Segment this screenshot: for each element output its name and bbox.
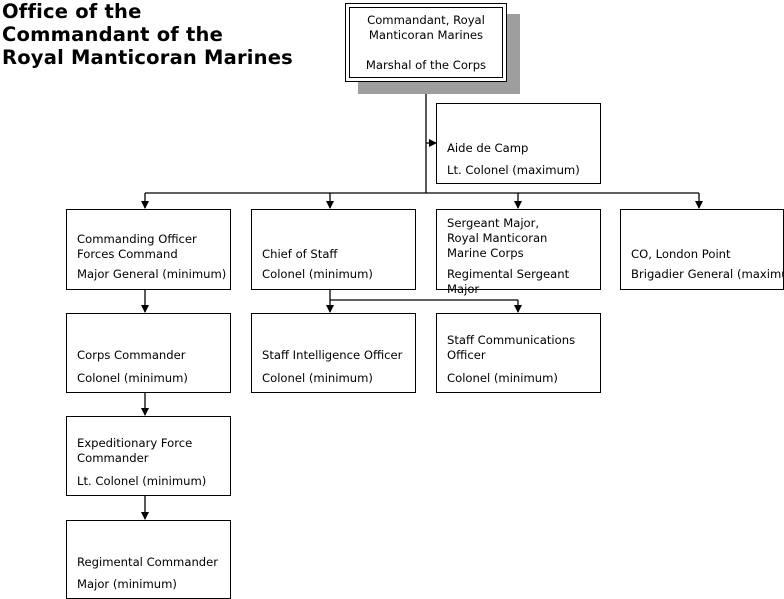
corps-commander-title: Corps Commander bbox=[77, 348, 186, 362]
staff-communications-officer-box: Staff Communications Officer Colonel (mi… bbox=[436, 313, 601, 393]
expeditionary-force-commander-rank: Lt. Colonel (minimum) bbox=[77, 474, 207, 488]
regimental-commander-rank: Major (minimum) bbox=[77, 577, 177, 591]
chief-of-staff-box: Chief of Staff Colonel (minimum) bbox=[251, 209, 416, 290]
title-line-2: Commandant of the bbox=[2, 23, 223, 46]
commandant-box-inner-border bbox=[349, 7, 503, 78]
title-line-3: Royal Manticoran Marines bbox=[2, 46, 293, 69]
chief-of-staff-title: Chief of Staff bbox=[262, 247, 338, 261]
co-london-point-rank: Brigadier General (maximum) bbox=[631, 267, 784, 281]
corps-commander-rank: Colonel (minimum) bbox=[77, 371, 188, 385]
co-forces-command-box: Commanding Officer Forces Command Major … bbox=[66, 209, 231, 290]
staff-communications-officer-title: Staff Communications Officer bbox=[447, 333, 576, 362]
expeditionary-force-commander-title: Expeditionary Force Commander bbox=[77, 436, 193, 465]
staff-intelligence-officer-title: Staff Intelligence Officer bbox=[262, 348, 403, 362]
title-line-1: Office of the bbox=[2, 0, 142, 23]
corps-commander-box: Corps Commander Colonel (minimum) bbox=[66, 313, 231, 393]
co-london-point-title: CO, London Point bbox=[631, 247, 731, 261]
aide-de-camp-title: Aide de Camp bbox=[447, 141, 529, 155]
commandant-title: Commandant, Royal Manticoran Marines bbox=[367, 13, 485, 42]
expeditionary-force-commander-box: Expeditionary Force Commander Lt. Colone… bbox=[66, 416, 231, 496]
co-forces-command-rank: Major General (minimum) bbox=[77, 267, 227, 281]
regimental-commander-box: Regimental Commander Major (minimum) bbox=[66, 520, 231, 599]
sergeant-major-box: Sergeant Major, Royal Manticoran Marine … bbox=[436, 209, 601, 296]
staff-intelligence-officer-rank: Colonel (minimum) bbox=[262, 371, 373, 385]
co-london-point-box: CO, London Point Brigadier General (maxi… bbox=[620, 209, 784, 290]
staff-intelligence-officer-box: Staff Intelligence Officer Colonel (mini… bbox=[251, 313, 416, 393]
commandant-rank: Marshal of the Corps bbox=[365, 58, 487, 72]
chart-title: Office of the Commandant of the Royal Ma… bbox=[2, 0, 293, 69]
chief-of-staff-rank: Colonel (minimum) bbox=[262, 267, 373, 281]
co-forces-command-title: Commanding Officer Forces Command bbox=[77, 232, 197, 261]
regimental-commander-title: Regimental Commander bbox=[77, 555, 219, 569]
commandant-box: Commandant, Royal Manticoran Marines Mar… bbox=[345, 3, 507, 82]
aide-de-camp-box: Aide de Camp Lt. Colonel (maximum) bbox=[436, 103, 601, 184]
sergeant-major-rank: Regimental Sergeant Major bbox=[447, 267, 570, 296]
staff-communications-officer-rank: Colonel (minimum) bbox=[447, 371, 558, 385]
aide-de-camp-rank: Lt. Colonel (maximum) bbox=[447, 163, 580, 177]
sergeant-major-title: Sergeant Major, Royal Manticoran Marine … bbox=[447, 216, 548, 260]
